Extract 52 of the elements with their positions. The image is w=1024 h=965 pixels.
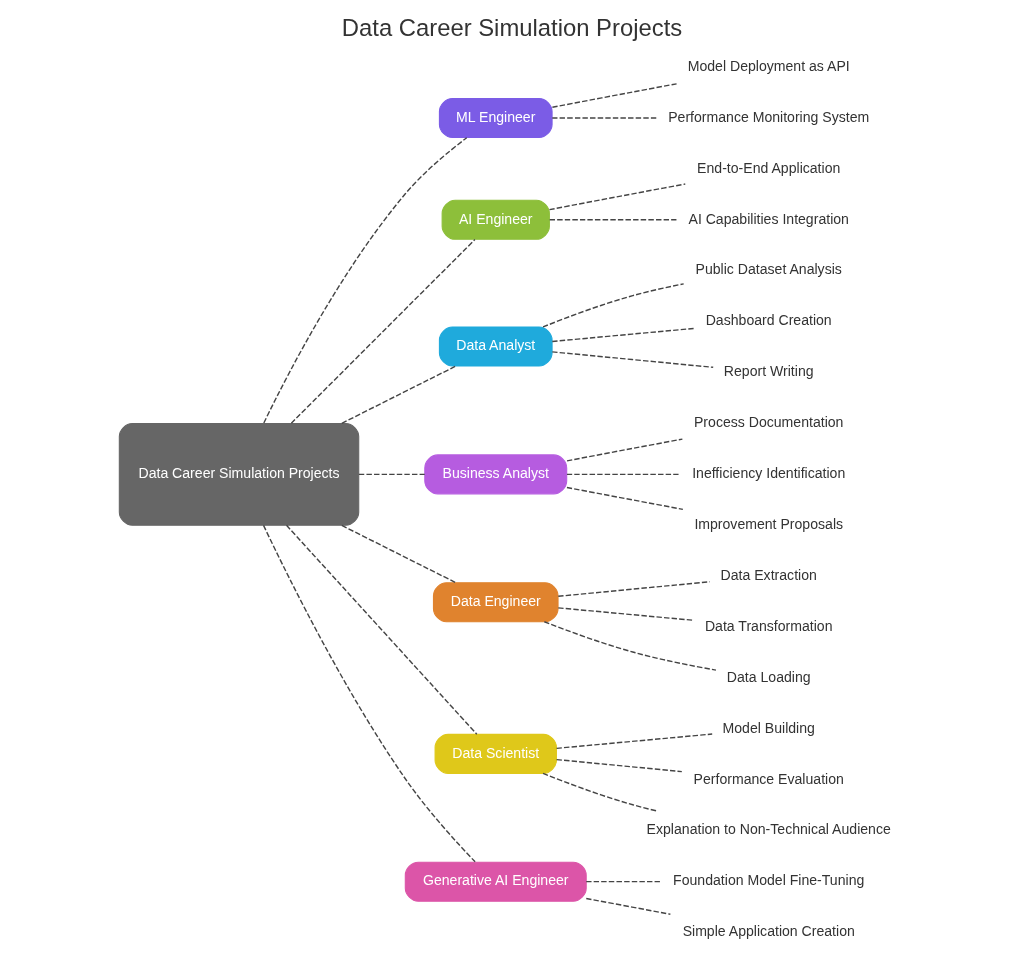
connector [557, 581, 711, 597]
connector [555, 758, 683, 773]
connector [285, 524, 478, 735]
connector [551, 327, 695, 343]
connector [341, 365, 457, 424]
connector [263, 137, 468, 424]
connector [341, 524, 457, 584]
connector [557, 607, 695, 622]
connector [542, 772, 659, 812]
connector [551, 117, 658, 119]
node-text: Model Building [722, 719, 815, 736]
node-text: Dashboard Creation [705, 312, 832, 329]
node-text: Data Loading [726, 668, 811, 685]
connector [543, 621, 717, 671]
node-text: Explanation to Non-Technical Audience [646, 821, 891, 838]
node-box: AI Engineer [441, 199, 550, 240]
node-text: Data Transformation [704, 617, 833, 634]
connector [542, 283, 685, 328]
connector [551, 351, 714, 369]
node-box: ML Engineer [438, 97, 553, 139]
node-box: Generative AI Engineer [404, 861, 587, 902]
node-text: Model Deployment as API [687, 57, 850, 74]
node-box: Data Scientist [434, 733, 557, 774]
node-text: AI Capabilities Integration [688, 210, 849, 227]
node-box: Data Career Simulation Projects [118, 422, 360, 526]
node-text: Performance Monitoring System [668, 108, 870, 125]
connector [358, 473, 426, 476]
node-text: Simple Application Creation [682, 923, 855, 940]
connector [566, 438, 684, 462]
connector [548, 183, 686, 211]
connector [290, 238, 476, 424]
connector [551, 83, 678, 108]
node-text: Data Extraction [720, 566, 817, 583]
node-text: Public Dataset Analysis [695, 261, 842, 278]
node-text: Process Documentation [693, 414, 844, 431]
diagram-title: Data Career Simulation Projects [341, 14, 683, 42]
node-text: Performance Evaluation [693, 770, 844, 787]
node-text: End-to-End Application [697, 159, 841, 176]
connector [585, 880, 662, 883]
node-text: Foundation Model Fine-Tuning [673, 872, 865, 889]
node-box: Data Engineer [432, 582, 559, 623]
connector [555, 733, 713, 750]
node-box: Business Analyst [424, 454, 568, 495]
connector [262, 524, 476, 863]
node-text: Improvement Proposals [694, 515, 844, 532]
node-text: Inefficiency Identification [692, 465, 846, 482]
connector [566, 486, 684, 511]
node-text: Report Writing [723, 363, 814, 380]
node-box: Data Analyst [438, 326, 553, 367]
connector [549, 219, 678, 221]
connector [585, 897, 672, 915]
connector [566, 473, 681, 476]
